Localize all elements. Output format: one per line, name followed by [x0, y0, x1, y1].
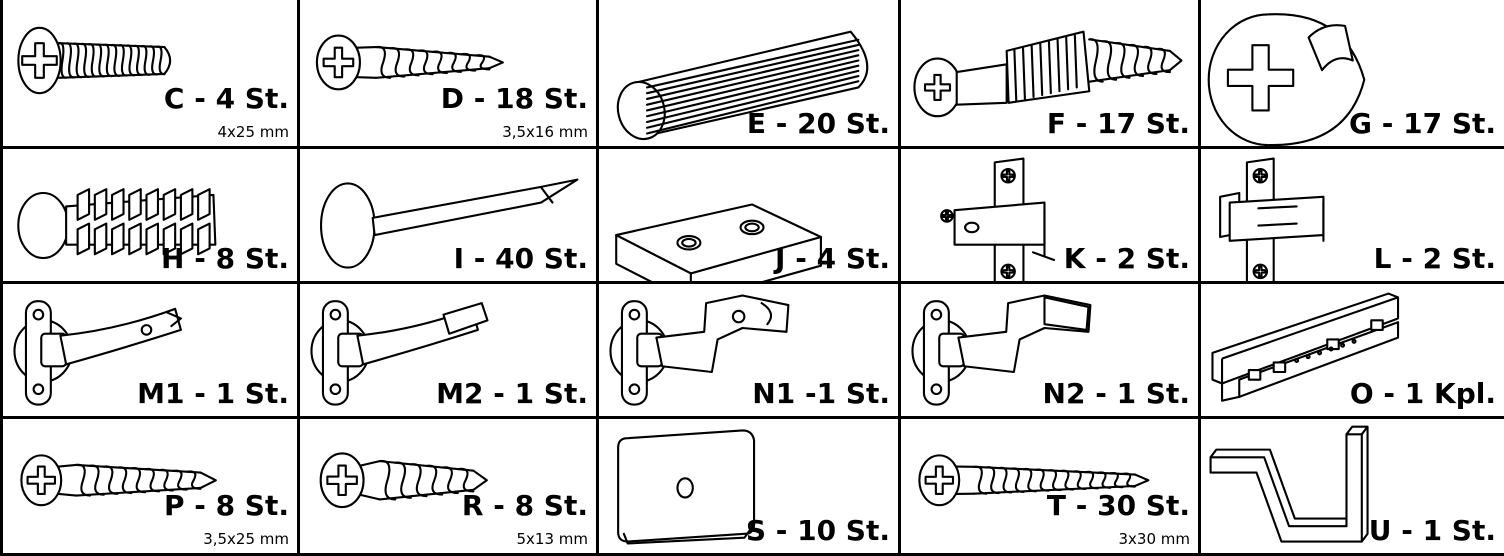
- part-label: J - 4 St.: [775, 242, 890, 275]
- part-cell-p: P - 8 St. 3,5x25 mm: [0, 416, 300, 556]
- part-label: G - 17 St.: [1349, 107, 1496, 140]
- wood-screw-long-icon: [20, 454, 217, 507]
- part-cell-i: I - 40 St.: [297, 146, 599, 284]
- plastic-expansion-plug-icon: [17, 188, 217, 260]
- cam-bolt-icon: [913, 30, 1183, 118]
- part-label: O - 1 Kpl.: [1349, 377, 1496, 410]
- hinge-angled-cover-icon: [911, 294, 1092, 406]
- part-label: L - 2 St.: [1373, 242, 1496, 275]
- part-label: N1 -1 St.: [752, 377, 890, 410]
- part-label: U - 1 St.: [1368, 514, 1496, 547]
- part-cell-m1: M1 - 1 St.: [0, 281, 300, 419]
- part-cell-u: U - 1 St.: [1198, 416, 1504, 556]
- cam-lock-icon: [1207, 13, 1366, 146]
- part-cell-s: S - 10 St.: [596, 416, 901, 556]
- part-cell-n1: N1 -1 St.: [596, 281, 901, 419]
- part-cell-f: F - 17 St.: [898, 0, 1201, 149]
- part-cell-d: D - 18 St. 3,5x16 mm: [297, 0, 599, 149]
- hinge-straight-icon: [13, 300, 182, 406]
- part-cell-j: J - 4 St.: [596, 146, 901, 284]
- part-label: C - 4 St.: [163, 82, 289, 115]
- part-cell-e: E - 20 St.: [596, 0, 901, 149]
- connector-plate-icon: [615, 203, 822, 281]
- part-cell-m2: M2 - 1 St.: [297, 281, 599, 419]
- part-dimension: 3,5x16 mm: [502, 123, 588, 141]
- part-cell-n2: N2 - 1 St.: [898, 281, 1201, 419]
- part-label: M1 - 1 St.: [137, 377, 289, 410]
- hinge-straight-cover-icon: [310, 300, 489, 406]
- part-label: M2 - 1 St.: [436, 377, 588, 410]
- wood-screw-thin-icon: [918, 454, 1150, 507]
- part-dimension: 4x25 mm: [217, 123, 290, 141]
- part-label: H - 8 St.: [161, 242, 289, 275]
- part-label: F - 17 St.: [1046, 107, 1190, 140]
- hinge-angled-icon: [609, 294, 790, 406]
- part-label: N2 - 1 St.: [1042, 377, 1190, 410]
- drawer-slide-icon: [1211, 292, 1400, 402]
- countersunk-screw-icon: [315, 34, 504, 91]
- part-cell-t: T - 30 St. 3x30 mm: [898, 416, 1201, 556]
- part-cell-c: C - 4 St. 4x25 mm: [0, 0, 300, 149]
- part-label: S - 10 St.: [745, 514, 890, 547]
- part-dimension: 3,5x25 mm: [203, 530, 289, 548]
- part-dimension: 3x30 mm: [1118, 530, 1191, 548]
- part-label: D - 18 St.: [440, 82, 588, 115]
- mounting-bracket-icon: [940, 157, 1056, 281]
- part-cell-k: K - 2 St.: [898, 146, 1201, 284]
- part-cell-h: H - 8 St.: [0, 146, 300, 284]
- wood-screw-short-icon: [319, 452, 488, 509]
- part-label: P - 8 St.: [163, 489, 289, 522]
- part-dimension: 5x13 mm: [516, 530, 589, 548]
- washer-plate-icon: [617, 429, 756, 545]
- nail-icon: [319, 178, 579, 269]
- part-label: K - 2 St.: [1063, 242, 1190, 275]
- part-cell-l: L - 2 St.: [1198, 146, 1504, 284]
- part-label: T - 30 St.: [1046, 489, 1190, 522]
- hanging-bracket-icon: [1219, 157, 1325, 281]
- part-cell-r: R - 8 St. 5x13 mm: [297, 416, 599, 556]
- part-cell-g: G - 17 St.: [1198, 0, 1504, 149]
- part-cell-o: O - 1 Kpl.: [1198, 281, 1504, 419]
- part-label: E - 20 St.: [746, 107, 890, 140]
- pan-head-screw-icon: [17, 26, 172, 95]
- part-label: R - 8 St.: [461, 489, 588, 522]
- allen-key-icon: [1209, 425, 1369, 543]
- part-label: I - 40 St.: [453, 242, 588, 275]
- wooden-dowel-icon: [616, 30, 869, 141]
